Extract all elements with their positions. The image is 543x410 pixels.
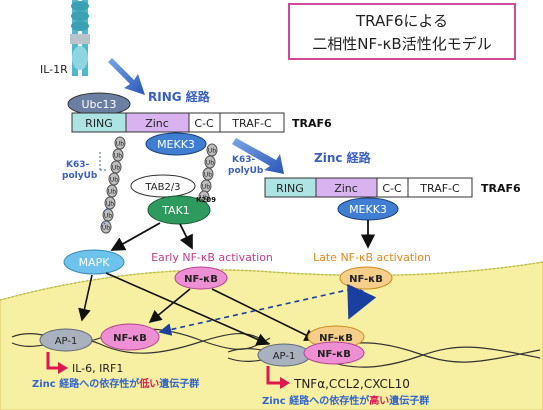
tak1-to-mapk-arrow: [110, 222, 161, 251]
mapk: [63, 249, 125, 275]
left-ub-label: Ub: [114, 153, 122, 160]
right-ub-label: Ub: [208, 148, 216, 155]
title-line-1: TRAF6による: [355, 12, 448, 30]
tab23-label: TAB2/3: [144, 182, 180, 193]
late-to-nfkb-right-thick-arrow: [347, 283, 377, 320]
right-cc-label: C-C: [382, 182, 402, 195]
right-ub-label: Ub: [202, 184, 210, 191]
left-ub-label: Ub: [102, 225, 110, 232]
ring-pathway-label: RING 経路: [148, 89, 211, 104]
left-ub-label: Ub: [106, 201, 114, 208]
early-activation-label: Early NF-κB activation: [151, 251, 273, 264]
left-trafc-label: TRAF-C: [231, 117, 272, 130]
high-dependency-genes: TNFα,CCL2,CXCL10: [293, 377, 410, 391]
mapk-to-ap1-right-arrow: [105, 272, 270, 346]
tak1-to-early-arrow: [179, 223, 193, 250]
left-cc-label: C-C: [194, 117, 214, 130]
right-nucleus-nfkb-early-label: NF-κB: [317, 349, 351, 360]
low-dependency-genes: IL-6, IRF1: [72, 362, 123, 375]
k209-label: K209: [196, 196, 216, 204]
title-box: [288, 3, 516, 60]
left-zinc-label: Zinc: [145, 117, 169, 130]
polyub-right-line1: K63-: [232, 155, 255, 165]
nuclear-envelope: [0, 261, 543, 301]
left-mekk3: [145, 132, 207, 156]
right-ub-label: Ub: [200, 195, 208, 202]
left-ap1-label: AP-1: [55, 336, 78, 347]
low-dependency-caption: Zinc 経路への依存性が低い遺伝子群: [32, 377, 199, 390]
right-trafc-label: TRAF-C: [419, 182, 460, 195]
left-mekk3-label: MEKK3: [157, 138, 195, 151]
early-nfkb: [174, 266, 228, 290]
left-nucleus-nfkb: [100, 323, 160, 351]
left-ub-label: Ub: [116, 141, 124, 148]
right-trafc-domain: [407, 177, 473, 198]
to-zinc-pathway-arrow: [232, 138, 284, 174]
high-gene-arrow: [266, 366, 282, 385]
left-traf6-label: TRAF6: [292, 117, 332, 130]
receptor-to-complex-arrow: [108, 58, 145, 95]
il1r-receptor: [70, 0, 90, 76]
left-ap1: [39, 328, 93, 352]
low-gene-arrow-head: [58, 362, 68, 374]
left-ub-label: Ub: [110, 177, 118, 184]
late-nfkb-label: NF-κB: [349, 274, 383, 285]
right-ap1-label: AP-1: [273, 351, 296, 362]
early-to-nfkb-left-arrow: [148, 288, 191, 324]
mapk-label: MAPK: [79, 256, 111, 269]
zinc-pathway-label: Zinc 経路: [314, 150, 372, 165]
right-ring-label: RING: [276, 182, 304, 195]
right-mekk3-label: MEKK3: [349, 203, 387, 216]
left-ub-label: Ub: [108, 189, 116, 196]
receptor-label: IL-1R: [40, 63, 68, 76]
tak1-label: TAK1: [161, 204, 190, 217]
left-ub-label: Ub: [104, 213, 112, 220]
left-ub-label: Ub: [112, 165, 120, 172]
ubc13-label: Ubc13: [81, 98, 116, 111]
right-traf6-label: TRAF6: [481, 182, 521, 195]
tak1: [147, 195, 211, 225]
right-nucleus-nfkb-late-label: NF-κB: [319, 333, 353, 344]
right-ub-label: Ub: [206, 160, 214, 167]
late-activation-label: Late NF-κB activation: [313, 251, 431, 264]
polyub-left-line2: polyUb: [62, 171, 98, 181]
polyub-bracket-bottom: [99, 204, 111, 229]
left-nucleus-nfkb-label: NF-κB: [113, 333, 147, 344]
left-ring-label: RING: [85, 117, 113, 130]
tab23: [130, 174, 196, 198]
polyub-left-line1: K63-: [66, 160, 89, 170]
late-to-nfkb-left-dashed-arrow: [158, 288, 353, 336]
right-zinc-label: Zinc: [334, 182, 358, 195]
left-trafc-domain: [219, 112, 285, 133]
polyub-left-bracket: [99, 150, 108, 171]
right-ub-label: Ub: [204, 172, 212, 179]
right-nucleus-nfkb-early: [303, 341, 365, 365]
polyub-right-line2: polyUb: [228, 166, 264, 176]
high-dependency-caption: Zinc 経路への依存性が高い遺伝子群: [262, 394, 429, 407]
high-gene-arrow-head: [280, 377, 290, 389]
mapk-to-ap1-left-arrow: [78, 274, 93, 322]
title-line-2: 二相性NF-κB活性化モデル: [312, 35, 491, 53]
early-to-nfkb-right-arrow: [211, 288, 318, 341]
early-nfkb-label: NF-κB: [184, 274, 218, 285]
low-gene-arrow: [46, 352, 60, 370]
